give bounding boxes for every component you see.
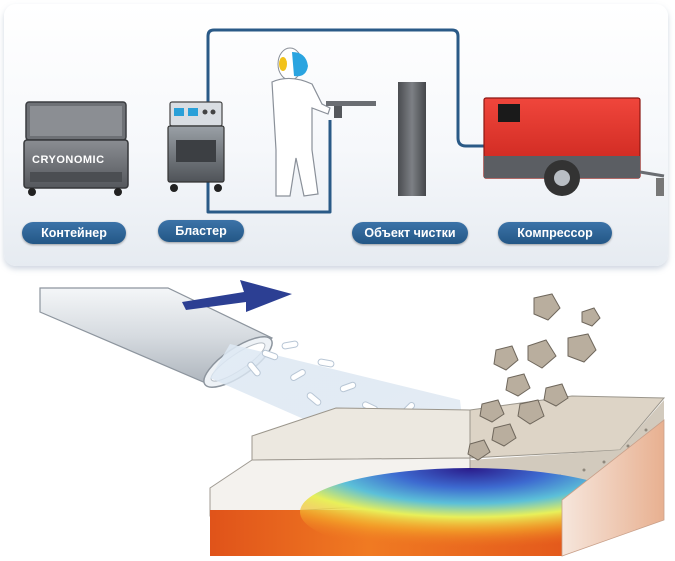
direction-arrow [182, 280, 292, 312]
label-container: Контейнер [22, 222, 126, 244]
cleaning-object-post [398, 82, 426, 196]
removed-debris [467, 293, 601, 461]
blaster-unit [167, 101, 225, 192]
compressor-unit [483, 97, 665, 196]
label-compressor: Компрессор [498, 222, 612, 244]
operator-figure [271, 47, 376, 197]
container-unit [23, 101, 129, 196]
supply-hose [206, 28, 486, 214]
surface-cross-section [209, 395, 666, 557]
label-blaster: Бластер [158, 220, 244, 242]
container-brand-text: CRYONOMIC [32, 154, 105, 166]
label-cleaning-object: Объект чистки [352, 222, 468, 244]
